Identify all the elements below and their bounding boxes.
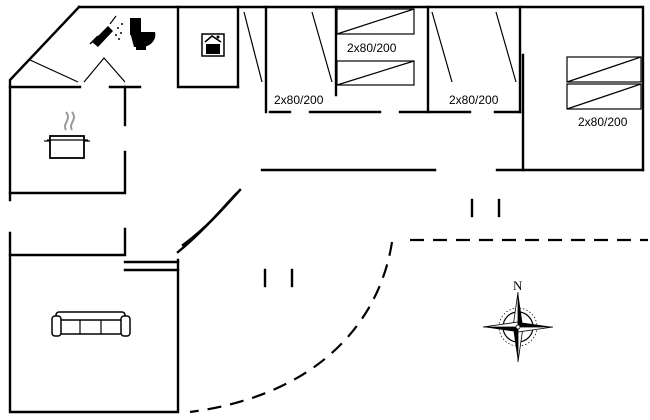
bed-room-4-bottom: [566, 83, 642, 110]
exterior-walls: [8, 5, 645, 414]
beds: [336, 8, 642, 110]
cooking-pot-icon: [44, 111, 90, 159]
terrace-outline: [189, 238, 648, 414]
compass-rose-icon: [482, 291, 554, 363]
bed-label-room-3: 2x80/200: [449, 93, 499, 107]
bed-room-4-top: [566, 56, 642, 83]
toilet-icon: [130, 18, 156, 50]
sofa-icon: [51, 311, 131, 337]
bed-room-1-top: [336, 8, 415, 35]
washing-machine-icon: [201, 33, 225, 57]
bed-label-room-2: 2x80/200: [274, 93, 324, 107]
bed-label-room-1: 2x80/200: [347, 41, 397, 55]
bed-label-room-4: 2x80/200: [578, 115, 628, 129]
shower-icon: [89, 15, 123, 47]
interior-walls: [8, 5, 645, 272]
door-swings: [29, 11, 517, 83]
compass-north-label: N: [513, 278, 523, 293]
terrace-markers: [263, 198, 501, 288]
bed-room-1-bottom: [336, 60, 415, 86]
